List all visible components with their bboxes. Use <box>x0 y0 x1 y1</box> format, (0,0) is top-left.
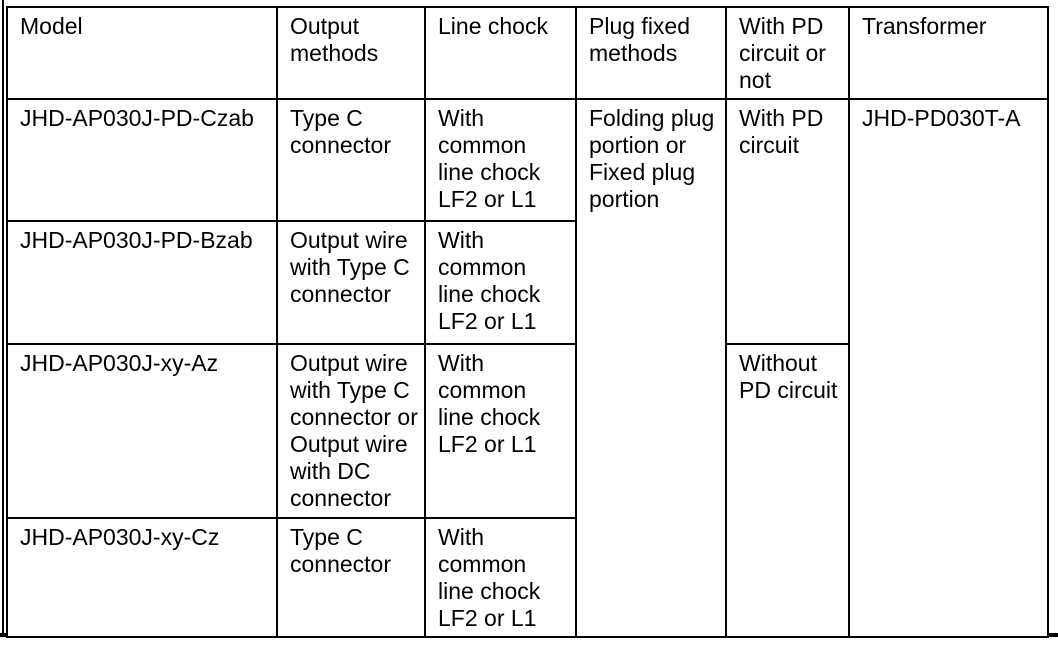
cell-transformer-model-merged: JHD-PD030T-A <box>848 98 1049 638</box>
table-row: JHD-AP030J-xy-Cz Type C connector With c… <box>6 517 1048 638</box>
cell-line-chock-row3: With common line chock LF2 or L1 <box>424 343 577 519</box>
header-pd-circuit: With PD circuit or not <box>725 6 850 100</box>
header-plug-fixed-methods: Plug fixed methods <box>575 6 727 100</box>
cell-line-chock-row2: With common line chock LF2 or L1 <box>424 220 577 345</box>
table-row: JHD-AP030J-xy-Az Output wire with Type C… <box>6 343 1048 638</box>
cell-line-chock-row1: With common line chock LF2 or L1 <box>424 98 577 222</box>
page-left-border-line <box>2 0 4 636</box>
cell-output-method-row1: Type C connector <box>276 98 426 222</box>
cell-output-method-row2: Output wire with Type C connector <box>276 220 426 345</box>
table-header-row: Model Output methods Line chock Plug fix… <box>6 6 1049 100</box>
table-row: JHD-AP030J-PD-Bzab Output wire with Type… <box>6 220 1048 345</box>
cell-output-method-row4: Type C connector <box>276 517 426 638</box>
cell-plug-fixed-method-merged: Folding plug portion or Fixed plug porti… <box>575 98 727 638</box>
header-model: Model <box>6 6 278 100</box>
adapter-spec-table: Model Output methods Line chock Plug fix… <box>6 6 1049 638</box>
table-row: JHD-AP030J-PD-Czab Type C connector With… <box>6 98 1049 638</box>
cell-line-chock-row4: With common line chock LF2 or L1 <box>424 517 577 638</box>
cell-model-row2: JHD-AP030J-PD-Bzab <box>6 220 278 345</box>
cell-model-row3: JHD-AP030J-xy-Az <box>6 343 278 519</box>
cell-model-row4: JHD-AP030J-xy-Cz <box>6 517 278 638</box>
cell-without-pd-circuit-merged: Without PD circuit <box>725 343 850 638</box>
cell-with-pd-circuit-merged: With PD circuit <box>725 98 850 345</box>
header-line-chock: Line chock <box>424 6 577 100</box>
header-transformer: Transformer <box>848 6 1049 100</box>
cell-output-method-row3: Output wire with Type C connector or Out… <box>276 343 426 519</box>
cell-model-row1: JHD-AP030J-PD-Czab <box>6 98 278 222</box>
header-output-methods: Output methods <box>276 6 426 100</box>
